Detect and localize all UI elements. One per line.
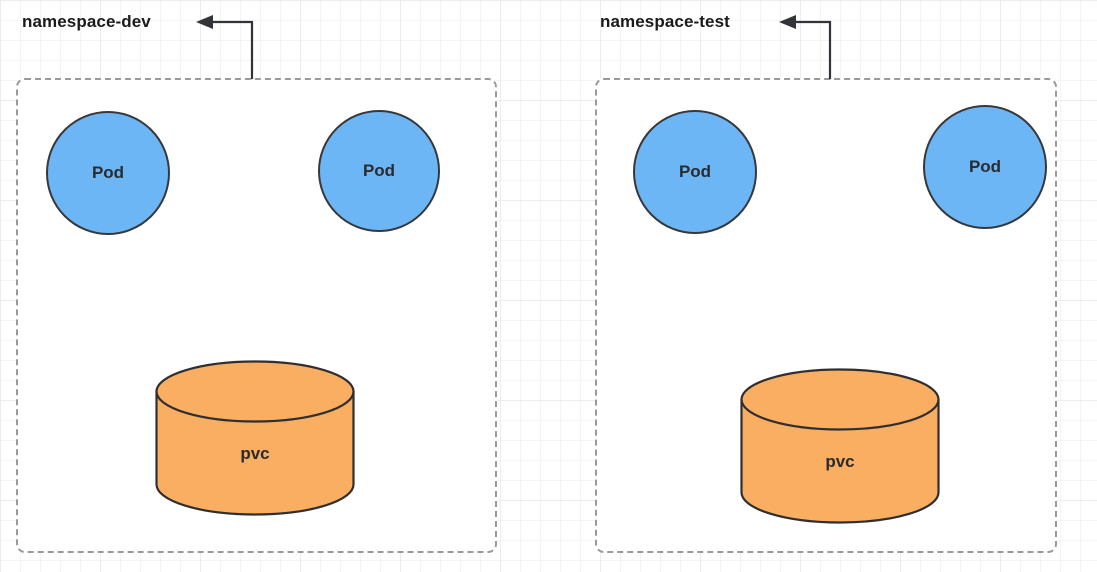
namespace-dev-callout-arrow: [196, 15, 254, 80]
pvc-dev-label: pvc: [240, 444, 270, 463]
pod-test-2[interactable]: Pod: [923, 105, 1047, 229]
namespace-test-callout-arrow: [779, 15, 832, 80]
pod-dev-1[interactable]: Pod: [46, 111, 170, 235]
pvc-test[interactable]: pvc: [740, 368, 940, 524]
pvc-dev-shape: [155, 360, 355, 516]
pvc-dev[interactable]: pvc: [155, 360, 355, 516]
namespace-test-label: namespace-test: [600, 12, 730, 31]
pod-dev-2[interactable]: Pod: [318, 110, 440, 232]
pvc-test-shape: [740, 368, 940, 524]
pod-dev-2-label: Pod: [362, 161, 396, 180]
pod-test-2-label: Pod: [968, 157, 1002, 176]
namespace-dev-label: namespace-dev: [22, 12, 151, 31]
pod-dev-1-label: Pod: [91, 163, 125, 182]
pvc-test-label: pvc: [825, 452, 855, 471]
pod-test-1[interactable]: Pod: [633, 110, 757, 234]
pod-test-1-label: Pod: [678, 162, 712, 181]
